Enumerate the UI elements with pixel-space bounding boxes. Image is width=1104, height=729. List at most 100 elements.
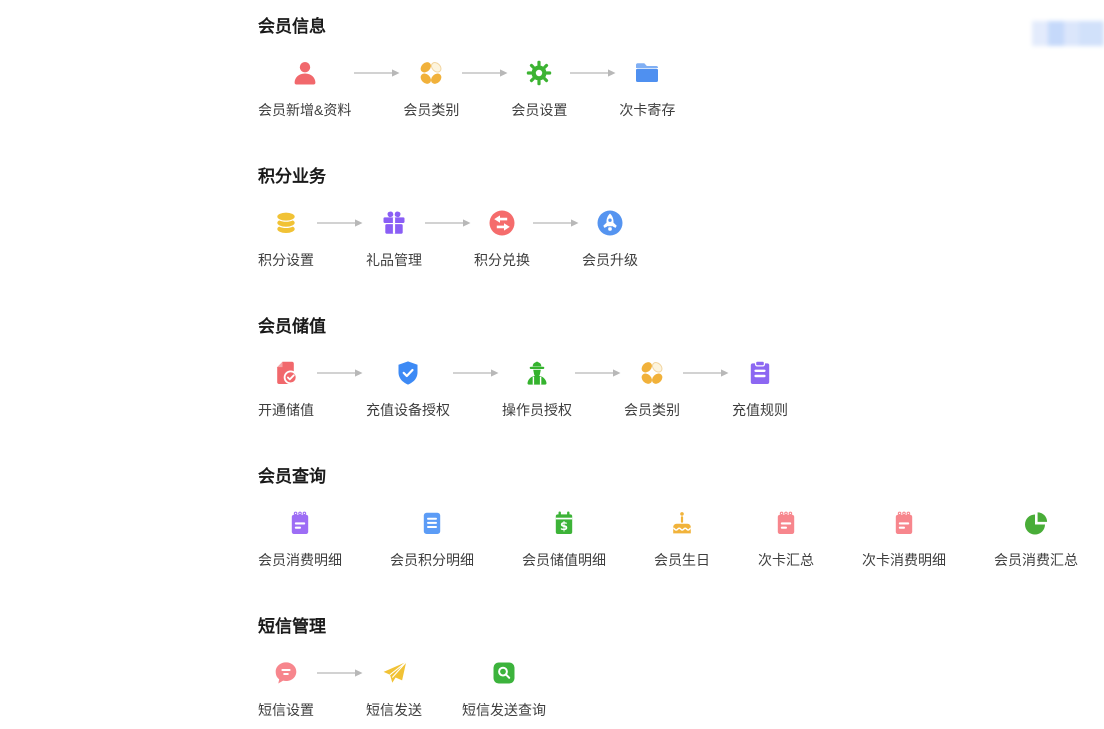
flow-arrow-icon (680, 358, 732, 388)
spiral-notepad-icon (285, 508, 315, 538)
flow-arrow-icon (450, 358, 502, 388)
section-member-info: 会员信息 会员新增&资料 会员类别 会员设置 (258, 16, 1078, 120)
node-label: 充值设备授权 (366, 402, 450, 418)
points-exchange-node[interactable]: 积分兑换 (474, 208, 530, 270)
flow-arrow-icon (530, 208, 582, 238)
node-label: 会员储值明细 (522, 552, 606, 568)
flow-arrow-icon (567, 58, 619, 88)
shield-check-icon (393, 358, 423, 388)
rocket-icon (595, 208, 625, 238)
clipboard-icon (745, 358, 775, 388)
flow-member-info: 会员新增&资料 会员类别 会员设置 次卡寄存 (258, 58, 1078, 120)
member-category-node[interactable]: 会员类别 (403, 58, 459, 120)
coins-stack-icon (271, 208, 301, 238)
points-settings-node[interactable]: 积分设置 (258, 208, 314, 270)
worker-icon (522, 358, 552, 388)
section-member-query: 会员查询 会员消费明细 会员积分明细 会员储值明细 会员生日 (258, 466, 1078, 570)
section-sms-management: 短信管理 短信设置 短信发送 短信发送查询 (258, 616, 1078, 720)
spiral-notepad-icon (771, 508, 801, 538)
birthday-cake-icon (667, 508, 697, 538)
node-label: 积分兑换 (474, 252, 530, 268)
recharge-device-auth-node[interactable]: 充值设备授权 (366, 358, 450, 420)
document-lines-icon (417, 508, 447, 538)
member-stored-value-detail-node[interactable]: 会员储值明细 (522, 508, 606, 570)
flow-arrow-icon (314, 658, 366, 688)
redacted-segment (1032, 21, 1048, 46)
section-member-stored-value: 会员储值 开通储值 充值设备授权 操作员授权 (258, 316, 1078, 420)
search-square-icon (489, 658, 519, 688)
flow-member-stored-value: 开通储值 充值设备授权 操作员授权 会员类别 (258, 358, 1078, 420)
section-title: 积分业务 (258, 167, 326, 186)
flow-member-query: 会员消费明细 会员积分明细 会员储值明细 会员生日 次卡汇总 (258, 508, 1078, 570)
member-points-detail-node[interactable]: 会员积分明细 (390, 508, 474, 570)
guide-content: 会员信息 会员新增&资料 会员类别 会员设置 (258, 16, 1078, 729)
node-label: 短信设置 (258, 702, 314, 718)
node-label: 会员消费明细 (258, 552, 342, 568)
node-label: 次卡汇总 (758, 552, 814, 568)
section-title: 会员储值 (258, 317, 326, 336)
node-label: 次卡寄存 (619, 102, 676, 118)
paper-plane-icon (379, 658, 409, 688)
member-consumption-summary-node[interactable]: 会员消费汇总 (994, 508, 1078, 570)
node-label: 会员积分明细 (390, 552, 474, 568)
recharge-rules-node[interactable]: 充值规则 (732, 358, 788, 420)
punch-card-consumption-detail-node[interactable]: 次卡消费明细 (862, 508, 946, 570)
member-consumption-detail-node[interactable]: 会员消费明细 (258, 508, 342, 570)
flow-arrow-icon (459, 58, 511, 88)
flower-icon (416, 58, 446, 88)
flow-arrow-icon (351, 58, 403, 88)
node-label: 会员类别 (624, 402, 680, 418)
gift-box-icon (379, 208, 409, 238)
punch-card-storage-node[interactable]: 次卡寄存 (619, 58, 675, 120)
sms-send-query-node[interactable]: 短信发送查询 (462, 658, 546, 720)
section-title: 会员信息 (258, 17, 326, 36)
member-birthday-node[interactable]: 会员生日 (654, 508, 710, 570)
operator-auth-node[interactable]: 操作员授权 (502, 358, 572, 420)
gift-management-node[interactable]: 礼品管理 (366, 208, 422, 270)
document-check-icon (271, 358, 301, 388)
redacted-segment (1079, 21, 1104, 46)
node-label: 礼品管理 (366, 252, 422, 268)
spiral-notepad-icon (889, 508, 919, 538)
member-category-node[interactable]: 会员类别 (624, 358, 680, 420)
node-label: 开通储值 (258, 402, 314, 418)
section-title: 短信管理 (258, 617, 326, 636)
node-label: 会员升级 (582, 252, 638, 268)
node-label: 充值规则 (732, 402, 788, 418)
open-stored-value-node[interactable]: 开通储值 (258, 358, 314, 420)
sms-send-node[interactable]: 短信发送 (366, 658, 422, 720)
flow-arrow-icon (572, 358, 624, 388)
flow-arrow-icon (314, 358, 366, 388)
flow-sms-management: 短信设置 短信发送 短信发送查询 (258, 658, 1078, 720)
flower-icon (637, 358, 667, 388)
node-label: 会员新增&资料 (258, 102, 352, 118)
punch-card-summary-node[interactable]: 次卡汇总 (758, 508, 814, 570)
redacted-badge (1032, 21, 1104, 46)
member-settings-node[interactable]: 会员设置 (511, 58, 567, 120)
pie-chart-icon (1021, 508, 1051, 538)
section-points-business: 积分业务 积分设置 礼品管理 积分兑换 (258, 166, 1078, 270)
node-label: 会员消费汇总 (994, 552, 1078, 568)
member-upgrade-node[interactable]: 会员升级 (582, 208, 638, 270)
node-label: 积分设置 (258, 252, 314, 268)
exchange-arrows-icon (487, 208, 517, 238)
folder-icon (632, 58, 662, 88)
gear-icon (524, 58, 554, 88)
sms-settings-node[interactable]: 短信设置 (258, 658, 314, 720)
node-label: 会员设置 (511, 102, 568, 118)
user-icon (290, 58, 320, 88)
redacted-segment (1048, 21, 1064, 46)
node-label: 会员类别 (403, 102, 460, 118)
flow-arrow-icon (422, 208, 474, 238)
node-label: 短信发送 (366, 702, 422, 718)
member-add-profile-node[interactable]: 会员新增&资料 (258, 58, 351, 120)
node-label: 次卡消费明细 (862, 552, 946, 568)
redacted-segment (1064, 21, 1079, 46)
node-label: 操作员授权 (502, 402, 572, 418)
dollar-tag-icon (549, 508, 579, 538)
flow-points-business: 积分设置 礼品管理 积分兑换 会员升级 (258, 208, 1078, 270)
flow-arrow-icon (314, 208, 366, 238)
node-label: 会员生日 (654, 552, 710, 568)
chat-bubble-icon (271, 658, 301, 688)
